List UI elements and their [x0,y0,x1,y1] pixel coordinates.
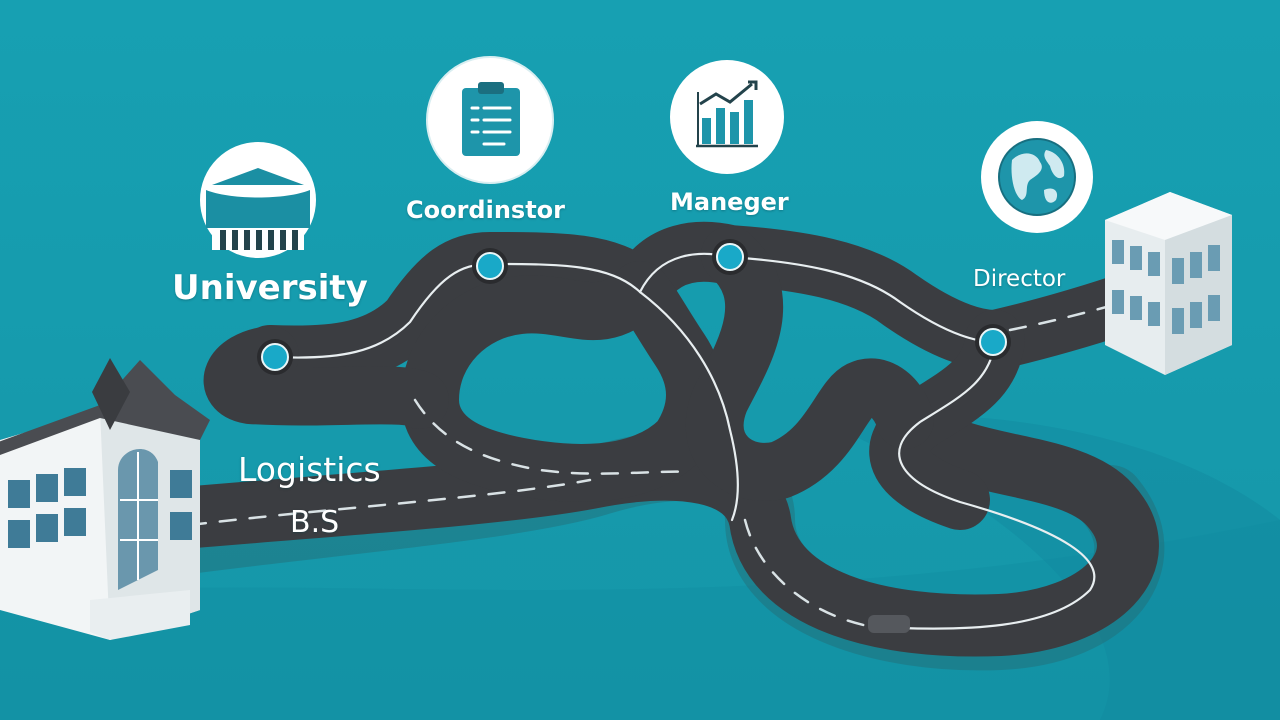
ground-wave-right [820,414,1280,720]
milestone-label-manager: Maneger [670,188,789,216]
car-icon [868,615,910,633]
academic-building-icon [200,142,316,258]
ground-wave [0,520,1280,720]
start-label-field: Logistics [238,450,381,489]
milestone-label-coordinator: Coordinstor [406,196,565,224]
start-label-degree: B.S [290,505,340,540]
globe-icon [981,121,1093,233]
clipboard-checklist-icon [426,56,554,184]
milestone-markers [257,239,1011,375]
dashed-lane [188,304,1112,630]
office-tower-icon [1105,192,1232,375]
growth-chart-icon [670,60,784,174]
marker-university[interactable] [261,343,289,371]
milestone-label-university: University [172,268,368,308]
marker-coordinator[interactable] [476,252,504,280]
lane-lines [273,252,1096,630]
university-building-icon [0,358,210,640]
milestone-label-director: Director [973,266,1066,292]
marker-manager[interactable] [716,243,744,271]
marker-director[interactable] [979,328,1007,356]
